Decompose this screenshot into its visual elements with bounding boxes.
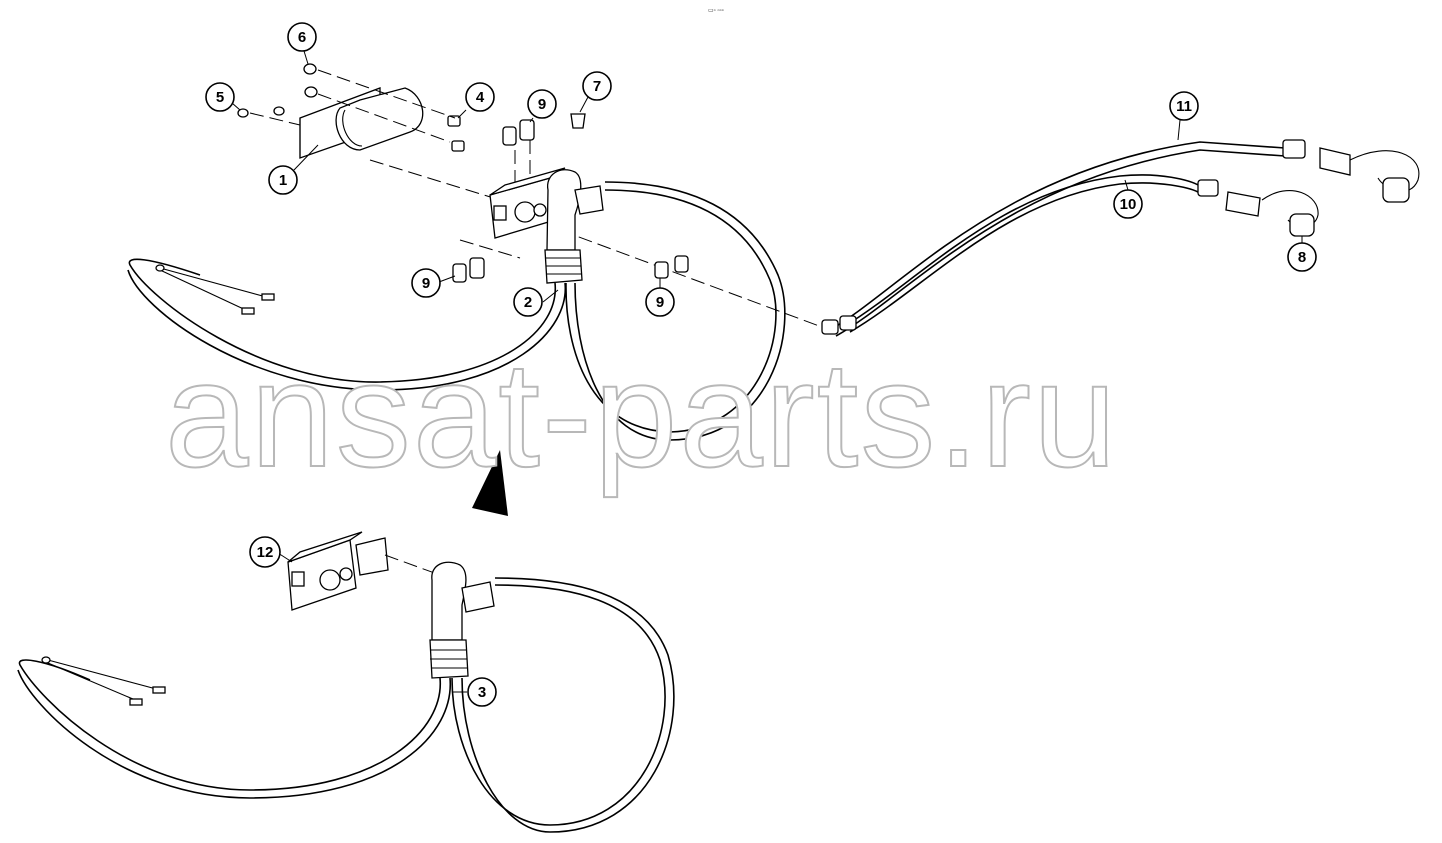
assembly-lines-top bbox=[249, 69, 831, 331]
callout-4: 4 bbox=[457, 82, 495, 119]
svg-text:7: 7 bbox=[593, 78, 601, 95]
svg-text:3: 3 bbox=[478, 684, 486, 701]
fastener-group-top bbox=[237, 63, 586, 152]
svg-text:1: 1 bbox=[279, 172, 287, 189]
svg-text:5: 5 bbox=[216, 89, 224, 106]
svg-text:11: 11 bbox=[1176, 98, 1192, 115]
callout-6: 6 bbox=[287, 22, 317, 65]
callout-9b: 9 bbox=[411, 268, 456, 298]
svg-text:9: 9 bbox=[656, 294, 664, 311]
header-code: ▭▫ ▫▫▫ bbox=[708, 8, 724, 14]
callout-2: 2 bbox=[513, 287, 559, 317]
svg-text:2: 2 bbox=[524, 294, 532, 311]
callout-3: 3 bbox=[452, 677, 497, 707]
callout-12: 12 bbox=[249, 536, 293, 568]
watermark: ansat-parts.ru bbox=[165, 330, 1118, 498]
callout-7: 7 bbox=[579, 71, 612, 113]
svg-text:9: 9 bbox=[538, 96, 546, 113]
valve-block bbox=[489, 167, 566, 239]
svg-text:4: 4 bbox=[476, 89, 485, 106]
joystick-handle-top bbox=[544, 169, 604, 284]
callout-8: 8 bbox=[1287, 236, 1317, 272]
hoses-top bbox=[127, 181, 786, 441]
svg-text:8: 8 bbox=[1298, 249, 1306, 266]
fitting-group bbox=[452, 119, 689, 283]
view-arrow-icon bbox=[472, 450, 508, 516]
callout-9c: 9 bbox=[645, 278, 675, 317]
svg-text:6: 6 bbox=[298, 29, 306, 46]
callout-10: 10 bbox=[1113, 179, 1143, 219]
svg-text:12: 12 bbox=[257, 544, 274, 561]
joystick-handle-lower bbox=[429, 561, 495, 679]
svg-text:9: 9 bbox=[422, 275, 430, 292]
long-hoses bbox=[821, 139, 1420, 337]
hoses-lower bbox=[17, 577, 675, 833]
callout-1: 1 bbox=[268, 144, 319, 195]
callout-11: 11 bbox=[1169, 91, 1199, 141]
callout-9a: 9 bbox=[527, 89, 557, 123]
callout-5: 5 bbox=[205, 82, 241, 112]
valve-block-lower bbox=[287, 531, 441, 611]
svg-text:10: 10 bbox=[1120, 196, 1137, 213]
bracket-part bbox=[299, 87, 424, 159]
